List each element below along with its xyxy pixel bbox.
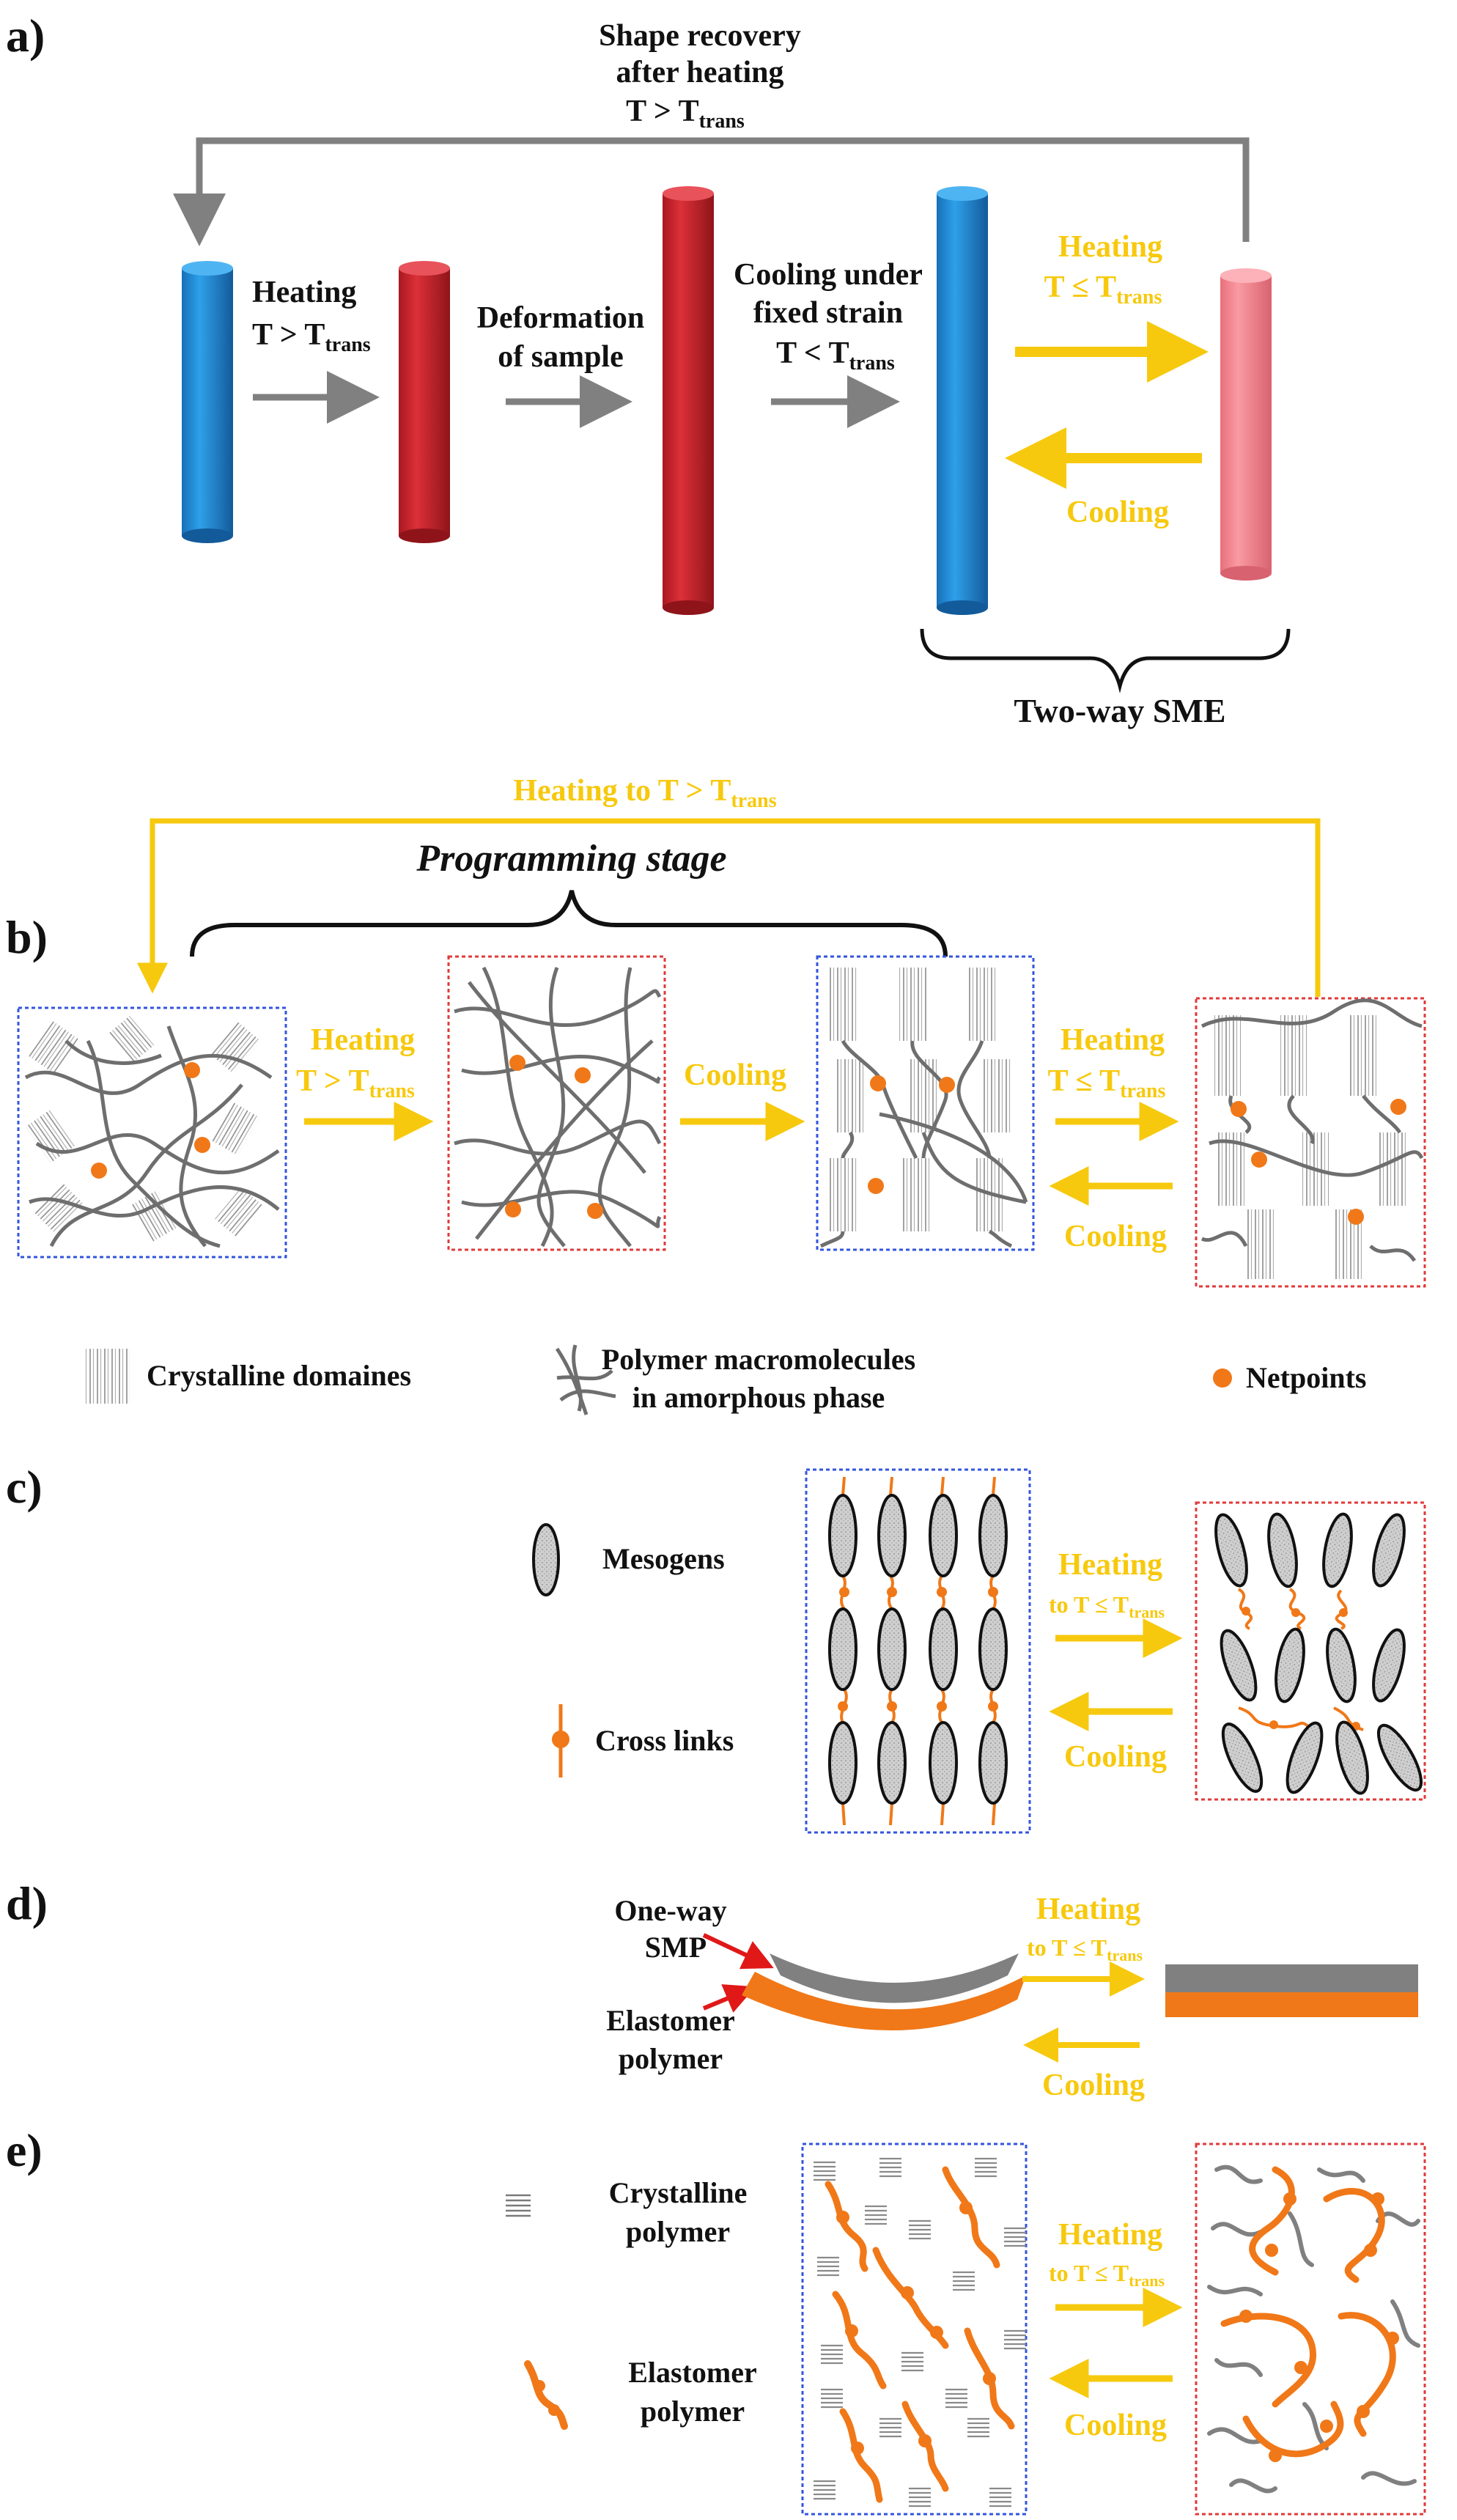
legend-netpoints-text: Netpoints	[1246, 1361, 1366, 1394]
reheat-loop-arrow	[137, 818, 1321, 997]
b-heat1-text-2: T > Ttrans	[296, 1064, 415, 1102]
recovery-loop-arrow	[173, 137, 1250, 246]
panel-d: d) One-way SMP Elastomer polymer Heating…	[6, 1877, 1418, 2102]
legend-netpoints: Netpoints	[1213, 1361, 1366, 1394]
step2-text-1: Deformation	[477, 301, 645, 335]
e-cool-text: Cooling	[1064, 2409, 1167, 2442]
programming-brace	[190, 890, 948, 957]
d-flat-bilayer-smp	[1165, 1964, 1418, 1992]
twoway-sme-label: Two-way SME	[1014, 692, 1225, 729]
e-crystalline-text-2: polymer	[626, 2215, 730, 2248]
cylinder-red-deformed	[663, 186, 714, 615]
cylinder-blue-original	[182, 261, 233, 543]
e-crystalline-text-1: Crystalline	[609, 2176, 748, 2209]
twoway-cool-text: Cooling	[1066, 495, 1169, 529]
cylinder-pink-recovered	[1220, 268, 1272, 581]
programming-stage-label: Programming stage	[416, 838, 726, 880]
crosslink-legend-icon	[552, 1704, 569, 1777]
e-heat-text-2: to T ≤ Ttrans	[1049, 2260, 1165, 2290]
b-heat2-text-1: Heating	[1061, 1023, 1165, 1057]
d-heat-text-1: Heating	[1036, 1893, 1140, 1926]
d-elastomer-text-2: polymer	[619, 2042, 723, 2075]
b-heat2-text-2: T ≤ Ttrans	[1048, 1064, 1166, 1102]
c-aligned-box	[805, 1468, 1031, 1834]
mesogen-legend-icon	[532, 1523, 560, 1596]
recovery-text-3: T > Ttrans	[626, 95, 745, 133]
d-cool-text: Cooling	[1042, 2068, 1145, 2102]
e-elastomer-text-1: Elastomer	[628, 2356, 757, 2389]
d-heat-text-2: to T ≤ Ttrans	[1027, 1934, 1143, 1964]
legend-crystalline: Crystalline domaines	[84, 1349, 411, 1404]
d-elastomer-text-1: Elastomer	[606, 2004, 735, 2037]
panel-label-b: b)	[6, 911, 48, 963]
d-smp-pointer	[702, 1933, 774, 1970]
state-box-twoway	[1195, 997, 1426, 1288]
step2-text-2: of sample	[498, 340, 624, 374]
state-box-programmed	[816, 955, 1035, 1251]
panel-label-e: e)	[6, 2124, 43, 2176]
cylinder-blue-fixed	[937, 186, 988, 615]
d-smp-text-1: One-way	[614, 1894, 726, 1927]
step3-text-3: T < Ttrans	[776, 336, 895, 375]
mesogens-label: Mesogens	[602, 1542, 725, 1575]
legend-polymer: Polymer macromolecules in amorphous phas…	[555, 1343, 915, 1415]
recovery-text-1: Shape recovery	[599, 19, 801, 53]
e-hot-box	[1195, 2143, 1426, 2516]
elastomer-polymer-legend-icon	[524, 2360, 568, 2430]
legend-polymer-text-1: Polymer macromolecules	[602, 1343, 915, 1376]
cylinder-red-heated	[399, 261, 450, 543]
panel-c: c) Mesogens Cross links	[6, 1461, 1426, 1834]
cross-links-label: Cross links	[595, 1724, 734, 1757]
d-bent-bilayer-smp	[770, 1953, 1019, 2003]
twoway-heat-text-2: T ≤ Ttrans	[1044, 270, 1162, 309]
e-cold-box	[801, 2143, 1028, 2516]
panel-b: b) Heating to T > Ttrans Programming sta…	[6, 774, 1426, 1415]
legend-crystalline-text: Crystalline domaines	[147, 1359, 411, 1392]
c-cool-text: Cooling	[1064, 1740, 1167, 1774]
c-disordered-box	[1195, 1501, 1426, 1801]
recovery-text-2: after heating	[616, 56, 783, 89]
e-elastomer-text-2: polymer	[641, 2395, 745, 2428]
reheat-text: Heating to T > Ttrans	[513, 774, 776, 812]
c-heat-text-2: to T ≤ Ttrans	[1049, 1591, 1165, 1621]
crystalline-polymer-legend-icon	[506, 2194, 531, 2217]
step1-text-1: Heating	[252, 276, 356, 309]
b-heat1-text-1: Heating	[311, 1023, 415, 1057]
c-heat-text-1: Heating	[1058, 1548, 1162, 1582]
panel-e: e) Crystalline polymer Elastomer polymer	[6, 2124, 1426, 2516]
twoway-brace	[920, 628, 1291, 693]
b-cool1-text: Cooling	[684, 1058, 786, 1092]
panel-label-a: a)	[6, 10, 45, 62]
step1-text-2: T > Ttrans	[252, 318, 371, 356]
step3-text-1: Cooling under	[734, 258, 923, 292]
panel-label-d: d)	[6, 1877, 48, 1929]
d-smp-text-2: SMP	[645, 1931, 707, 1964]
panel-a: a) Shape recovery after heating T > Ttra…	[6, 10, 1291, 729]
step3-text-2: fixed strain	[753, 296, 903, 330]
state-box-initial	[17, 1006, 287, 1259]
legend-polymer-text-2: in amorphous phase	[632, 1381, 885, 1414]
e-heat-text-1: Heating	[1058, 2218, 1162, 2252]
d-bent-bilayer-elastomer	[742, 1972, 1026, 2031]
state-box-heated	[447, 955, 666, 1251]
b-cool2-text: Cooling	[1064, 1220, 1167, 1253]
d-elastomer-pointer	[702, 1984, 756, 2013]
twoway-heat-text-1: Heating	[1058, 230, 1162, 264]
panel-label-c: c)	[6, 1461, 43, 1513]
d-flat-bilayer-elastomer	[1165, 1992, 1418, 2017]
